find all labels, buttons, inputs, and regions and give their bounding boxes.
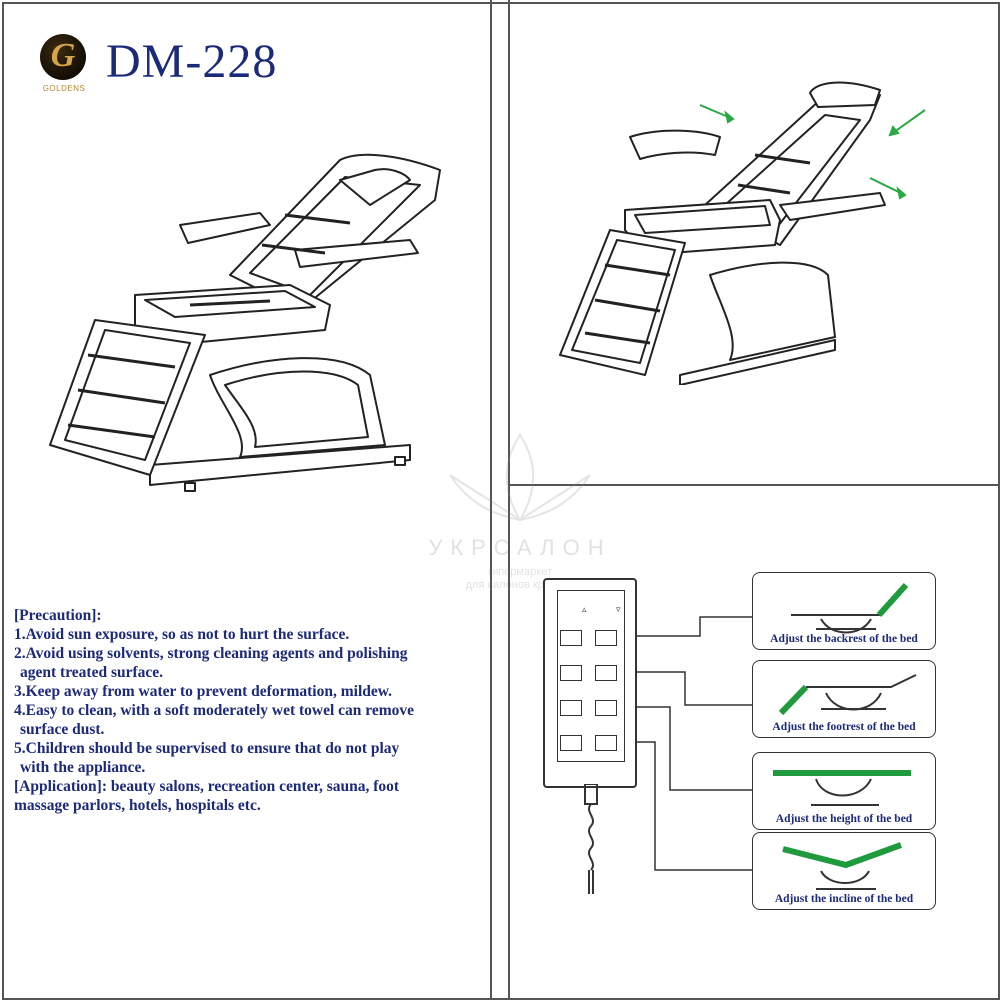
panel-height: Adjust the height of the bed [752, 752, 936, 830]
up-arrow-icon: ▵ [582, 605, 587, 615]
footrest-down-button[interactable] [595, 665, 617, 681]
watermark: УКРСАЛОН гипермаркет для салонов красоты [420, 430, 620, 610]
precaution-text: [Precaution]: 1.Avoid sun exposure, so as… [14, 606, 476, 815]
panel-backrest: Adjust the backrest of the bed [752, 572, 936, 650]
height-up-button[interactable] [560, 700, 582, 716]
precaution-line: [Application]: beauty salons, recreation… [14, 778, 400, 795]
controller-cable [584, 784, 598, 894]
logo-emblem [40, 34, 86, 80]
chair-illustration-detachable [559, 81, 926, 385]
footrest-up-button[interactable] [560, 665, 582, 681]
precaution-line: massage parlors, hotels, hospitals etc. [14, 797, 261, 814]
incline-down-button[interactable] [595, 735, 617, 751]
height-down-button[interactable] [595, 700, 617, 716]
panel-incline: Adjust the incline of the bed [752, 832, 936, 910]
brand-logo: G GOLDENS [38, 34, 90, 100]
panel-footrest: Adjust the footrest of the bed [752, 660, 936, 738]
backrest-down-button[interactable] [595, 630, 617, 646]
model-title: DM-228 [106, 35, 278, 88]
precaution-line: 2.Avoid using solvents, strong cleaning … [14, 645, 408, 662]
vertical-divider [490, 0, 492, 1000]
panel-caption: Adjust the height of the bed [775, 813, 913, 825]
bed-footrest-icon [778, 674, 917, 716]
chair-illustration-main [49, 153, 441, 492]
precaution-line: surface dust. [20, 721, 105, 738]
panel-caption: Adjust the incline of the bed [774, 893, 914, 905]
precaution-line: 3.Keep away from water to prevent deform… [14, 683, 392, 700]
panel-caption: Adjust the backrest of the bed [770, 633, 918, 645]
precaution-line: with the appliance. [20, 759, 146, 776]
incline-up-button[interactable] [560, 735, 582, 751]
precaution-line: 4.Easy to clean, with a soft moderately … [14, 702, 415, 719]
horizontal-divider [508, 484, 1000, 486]
precaution-line: agent treated surface. [20, 664, 164, 681]
precaution-line: 1.Avoid sun exposure, so as not to hurt … [14, 626, 350, 643]
bed-height-icon [773, 770, 911, 806]
bed-incline-icon [782, 842, 903, 890]
vertical-divider [508, 0, 510, 1000]
hand-controller: ▵ ▿ [543, 578, 637, 788]
watermark-leaf-icon [449, 433, 591, 522]
down-arrow-icon: ▿ [616, 605, 621, 615]
panel-caption: Adjust the footrest of the bed [772, 721, 916, 733]
backrest-up-button[interactable] [560, 630, 582, 646]
bed-backrest-icon [791, 582, 909, 634]
watermark-title: УКРСАЛОН [428, 535, 612, 560]
precaution-line: 5.Children should be supervised to ensur… [14, 740, 400, 757]
precaution-line: [Precaution]: [14, 607, 102, 624]
logo-name: GOLDENS [42, 84, 86, 93]
controller-panel: ▵ ▿ [557, 590, 625, 762]
logo-letter: G [50, 37, 76, 74]
watermark-line: гипермаркет [488, 566, 552, 578]
